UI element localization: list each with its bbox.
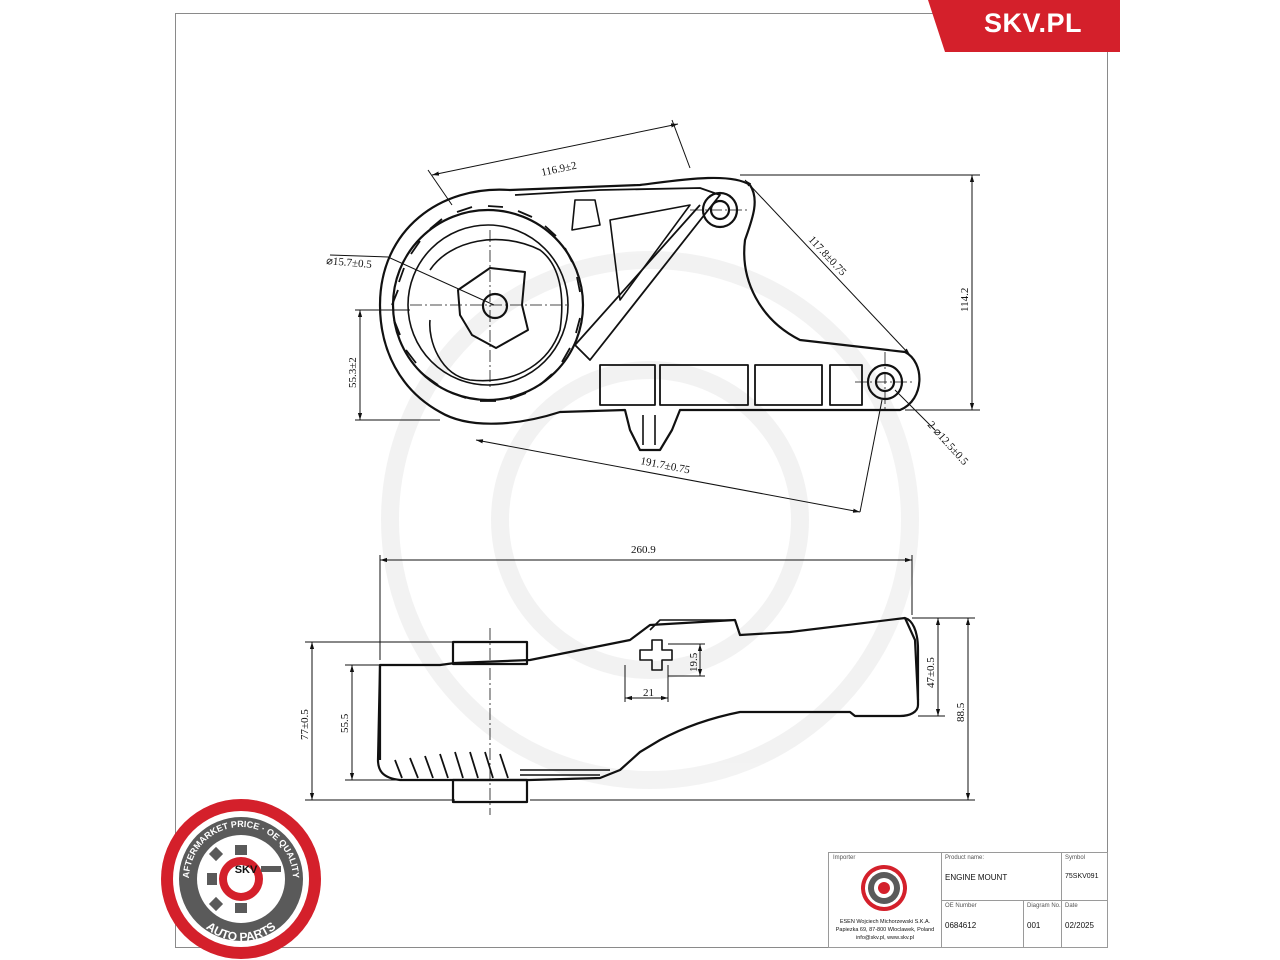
date-caption: Date [1065, 903, 1078, 909]
oe-caption: OE Number [945, 903, 977, 909]
top-view [378, 176, 921, 452]
mounting-slot [639, 639, 673, 671]
importer-line3: info@skv.pl, www.skv.pl [856, 935, 914, 941]
dim-top-arm-length: 116.9±2 [540, 160, 578, 179]
title-block: Importer ESEN Wojciech Michorzewski S.K.… [828, 852, 1108, 948]
symbol-value: 75SKV091 [1065, 873, 1099, 880]
dim-hole-spacing: 117.8±0.75 [806, 234, 849, 279]
brand-banner [928, 0, 1120, 52]
dim-slot-height: 19.5 [688, 652, 700, 672]
dim-center-height: 55.3±2 [347, 357, 359, 388]
symbol-cell: Symbol 75SKV091 [1061, 853, 1107, 901]
watermark-gear [381, 251, 919, 789]
product-cell: Product name: ENGINE MOUNT [941, 853, 1061, 901]
dim-total-height: 88.5 [955, 702, 967, 722]
drawing-frame [175, 13, 1108, 948]
date-value: 02/2025 [1065, 921, 1094, 930]
product-value: ENGINE MOUNT [945, 873, 1008, 882]
brand-label: SKV.PL [983, 8, 1083, 38]
importer-line1: ESEN Wojciech Michorzewski S.K.A. [839, 919, 931, 925]
product-caption: Product name: [945, 855, 985, 861]
dim-bolt-holes: 2-⌀12.5±0.5 [925, 419, 971, 468]
oe-value: 0684612 [945, 921, 977, 930]
importer-caption: Importer [833, 855, 856, 861]
dim-inner-height: 55.5 [339, 713, 351, 733]
importer-line2: Papiezka 69, 87-800 Wloclawek, Poland [835, 927, 935, 933]
quality-stamp: SKV AFTERMARKET PRICE · OE QUALITY AUTO … [161, 799, 321, 959]
diagram-value: 001 [1027, 921, 1041, 930]
symbol-caption: Symbol [1065, 855, 1086, 861]
importer-logo [861, 865, 907, 911]
dim-body-height: 47±0.5 [925, 657, 937, 688]
dim-bore-diameter: ⌀15.7±0.5 [326, 255, 373, 271]
dim-diagonal-length: 191.7±0.75 [639, 455, 691, 476]
oe-cell: OE Number 0684612 [941, 901, 1023, 947]
dim-left-height: 77±0.5 [299, 709, 311, 740]
inner-core [457, 267, 529, 349]
dim-slot-width: 21 [643, 687, 654, 699]
diagram-caption: Diagram No. [1027, 903, 1061, 909]
diagram-cell: Diagram No. 001 [1023, 901, 1061, 947]
main-bushing-ring [391, 208, 585, 402]
center-bore [481, 292, 509, 320]
dim-overall-height-top: 114.2 [959, 288, 971, 312]
stamp-center-text: SKV [235, 864, 258, 876]
date-cell: Date 02/2025 [1061, 901, 1107, 947]
dim-overall-length: 260.9 [631, 544, 656, 556]
